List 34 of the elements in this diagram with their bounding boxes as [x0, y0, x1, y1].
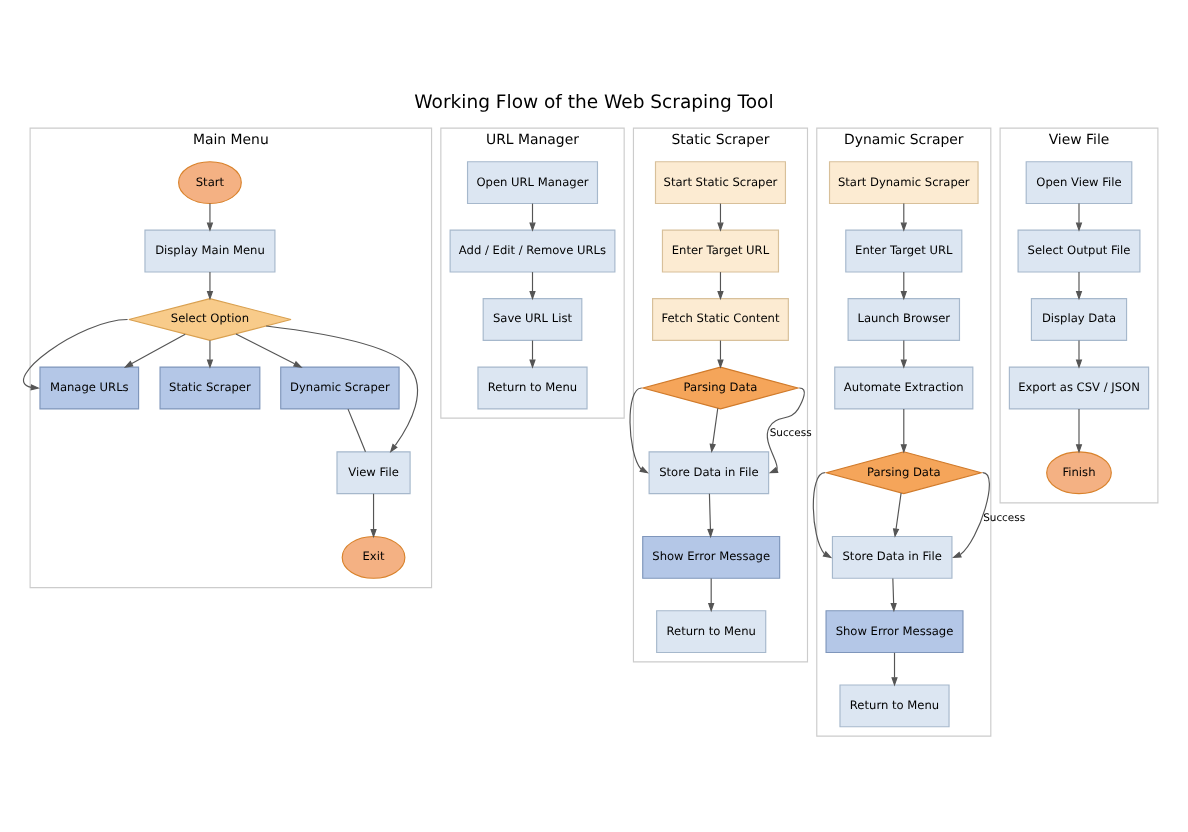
arrow [629, 386, 649, 473]
connector [347, 407, 367, 452]
arrow [766, 386, 805, 473]
arrow [22, 317, 129, 390]
arrow [707, 577, 715, 612]
arrow [709, 406, 719, 453]
arrow [717, 270, 724, 300]
arrow [370, 492, 377, 538]
arrow [235, 332, 303, 367]
diagram-title: Working Flow of the Web Scraping Tool [414, 91, 774, 114]
arrow [206, 202, 214, 231]
arrow [529, 270, 536, 300]
arrow [707, 492, 714, 538]
arrow [1075, 407, 1083, 453]
arrow [529, 202, 536, 231]
arrow [891, 651, 898, 686]
arrow [717, 202, 724, 231]
arrow [529, 338, 536, 368]
arrow [206, 338, 214, 368]
arrow [206, 270, 214, 300]
arrow [952, 471, 990, 558]
arrow [1075, 338, 1083, 368]
arrow [900, 407, 908, 453]
arrow [812, 471, 833, 558]
arrow [892, 491, 902, 537]
arrow [265, 324, 419, 452]
arrow [123, 332, 186, 367]
arrow [900, 202, 908, 231]
arrow [717, 338, 724, 368]
arrow [890, 577, 897, 612]
arrow [1075, 270, 1083, 300]
arrow [1075, 202, 1083, 231]
arrow [900, 338, 908, 368]
arrow [900, 270, 908, 300]
